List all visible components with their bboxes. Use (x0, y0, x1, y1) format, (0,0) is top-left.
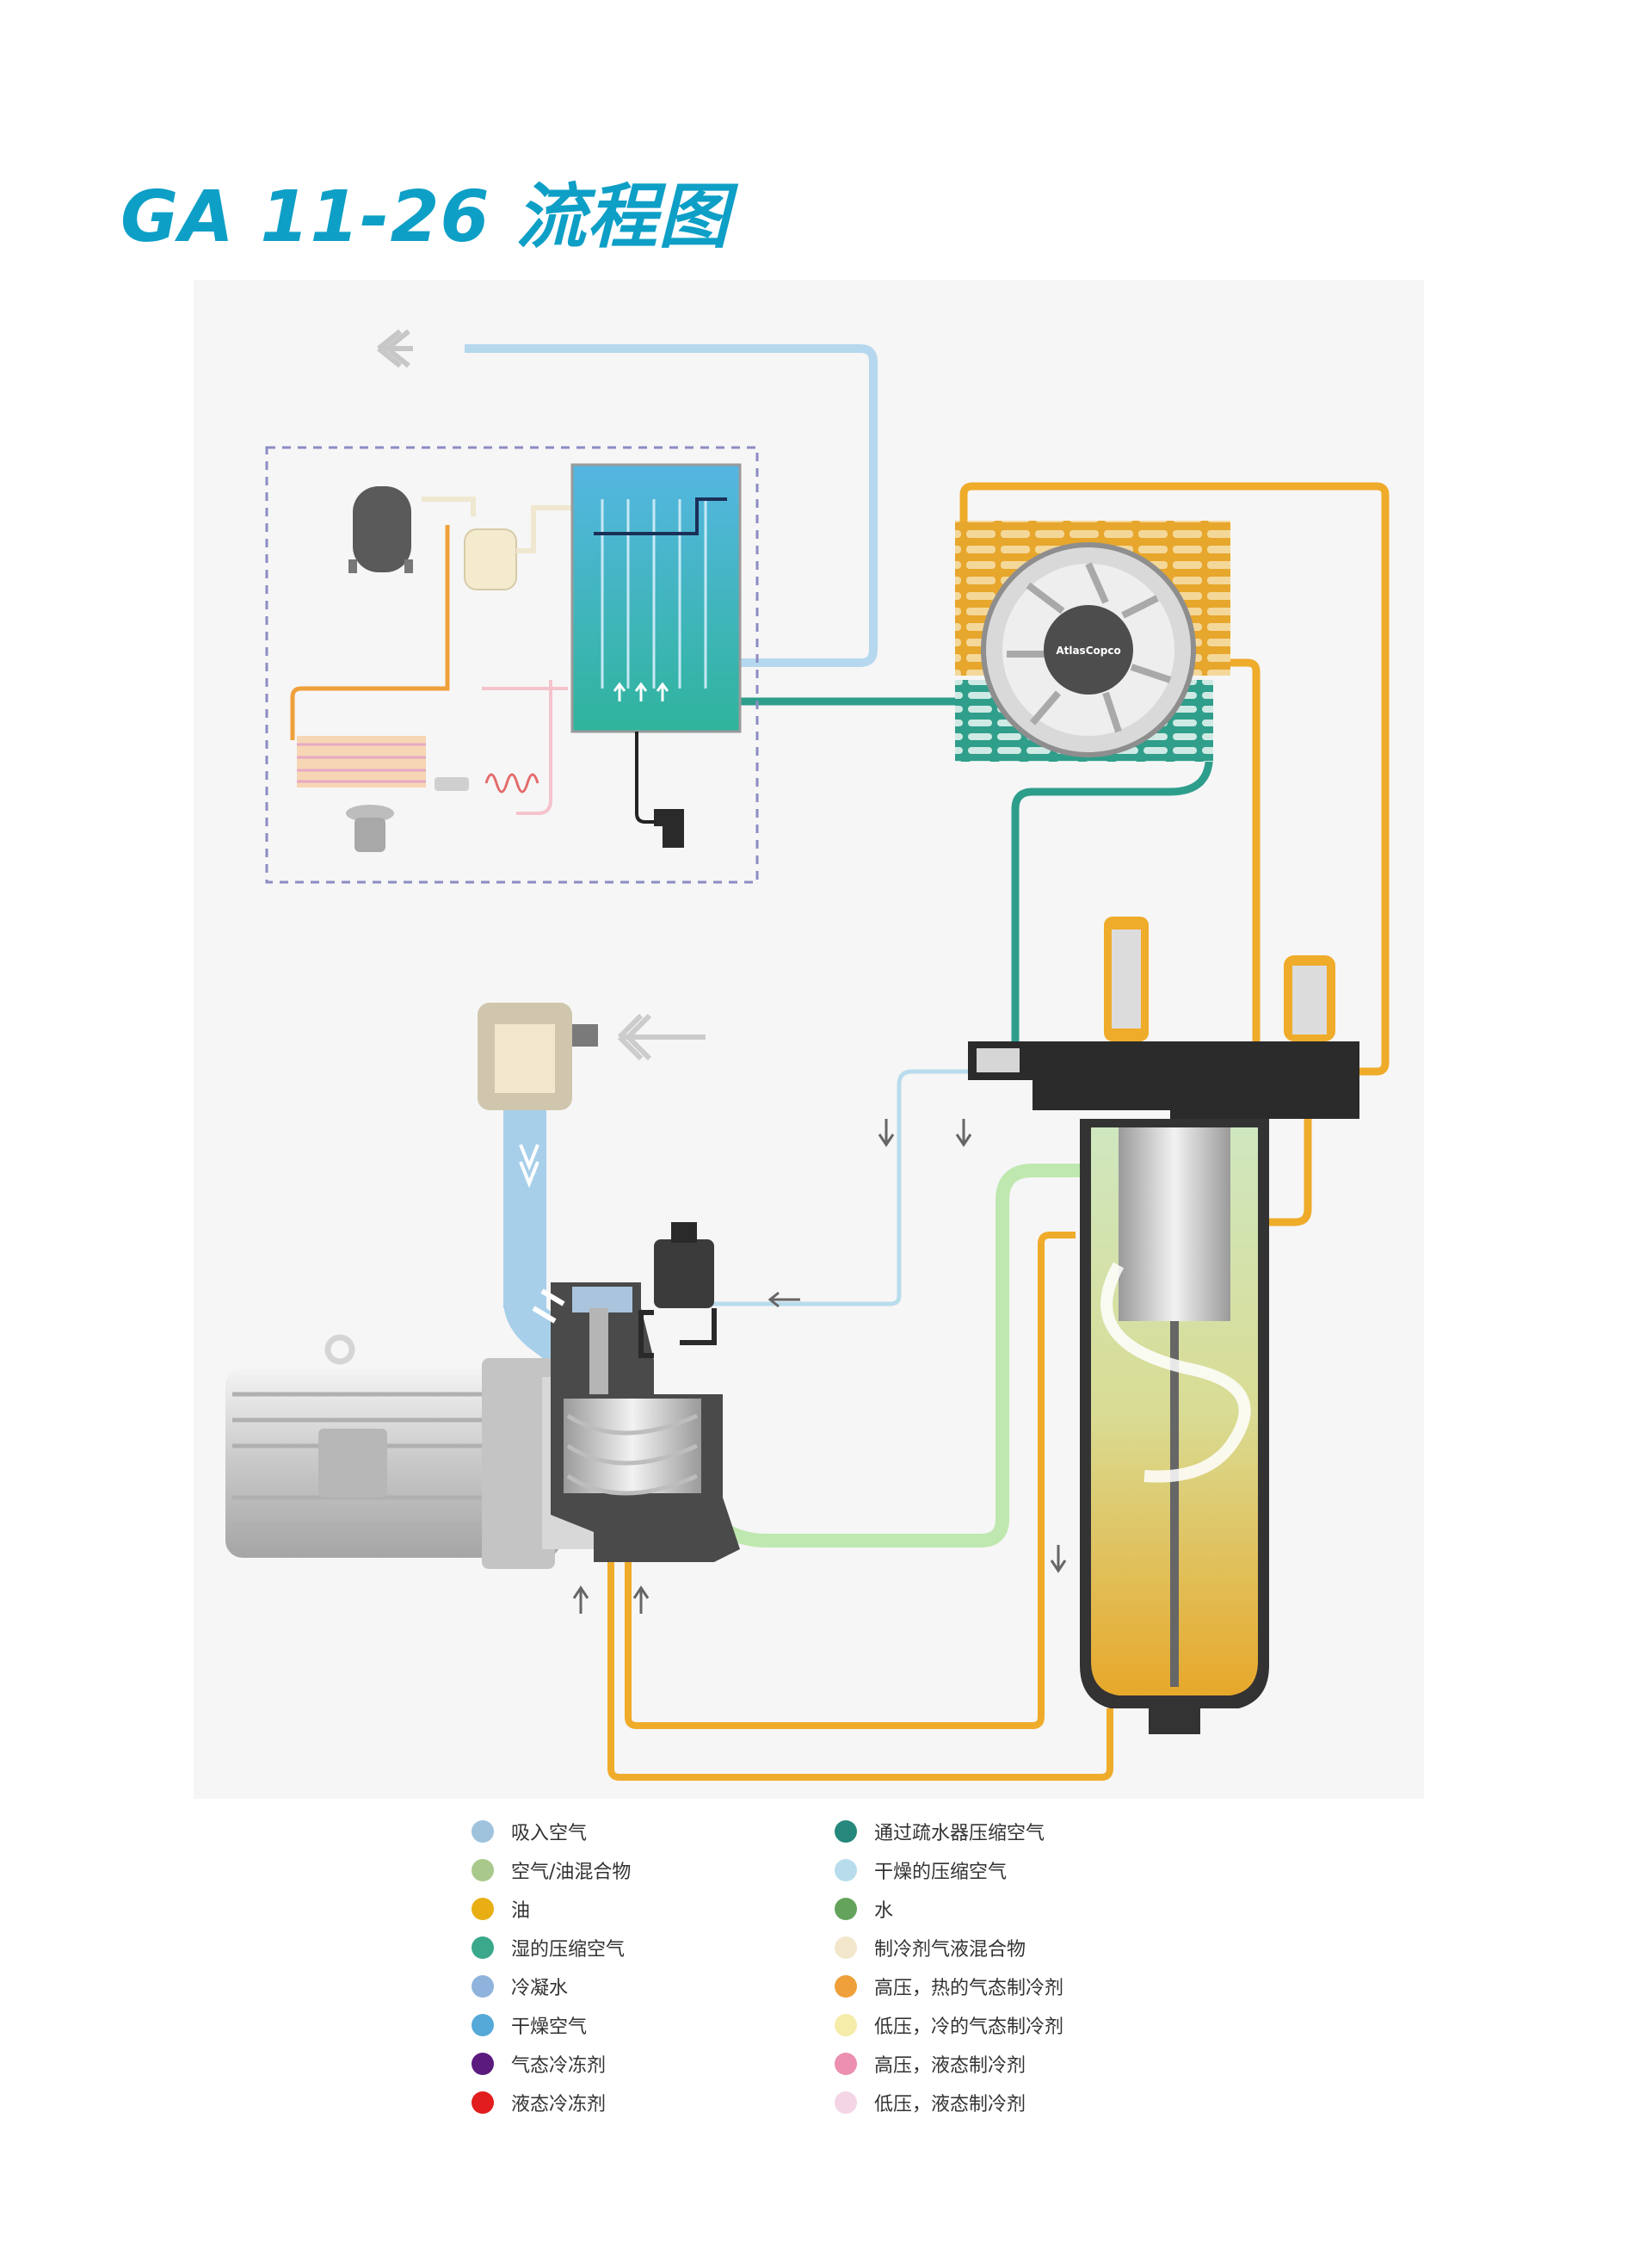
legend-label: 制冷剂气液混合物 (874, 1938, 1026, 1961)
legend-swatch (472, 2091, 494, 2114)
legend-swatch (472, 2052, 494, 2075)
check-valve (977, 1048, 1020, 1072)
legend-label: 空气/油混合物 (511, 1861, 632, 1883)
legend-label: 油 (511, 1899, 531, 1922)
electric-motor (225, 1334, 594, 1569)
legend-label: 吸入空气 (511, 1822, 588, 1844)
legend-swatch (835, 1858, 857, 1881)
legend-label: 高压，热的气态制冷剂 (874, 1977, 1064, 1999)
dryer-enclosure (265, 446, 759, 884)
dryer-heat-exchanger (570, 463, 742, 733)
legend-item: 通过疏水器压缩空气 (835, 1812, 1063, 1850)
screw-rotors (564, 1399, 701, 1493)
legend-item: 制冷剂气液混合物 (835, 1928, 1063, 1967)
legend-item: 液态冷冻剂 (472, 2083, 631, 2122)
legend-label: 低压，冷的气态制冷剂 (874, 2016, 1064, 2038)
refrigerant-liquid-line (482, 680, 568, 815)
oil-bottom-loop (607, 1502, 1113, 1781)
legend-swatch (472, 1897, 494, 1920)
cooling-fan (981, 542, 1196, 757)
legend-label: 湿的压缩空气 (511, 1938, 626, 1961)
solenoid-valve (654, 1239, 714, 1308)
legend-item: 气态冷冻剂 (472, 2044, 631, 2083)
fan-logo: AtlasCopco (1056, 645, 1120, 657)
legend-item: 干燥的压缩空气 (835, 1850, 1063, 1889)
legend-item: 水 (835, 1889, 1063, 1928)
legend-label: 干燥的压缩空气 (874, 1861, 1008, 1883)
separator-element (1119, 1127, 1230, 1321)
refrigerant-separator (464, 528, 517, 590)
legend-swatch (835, 2013, 857, 2036)
legend-swatch (835, 1897, 857, 1920)
legend-right: 通过疏水器压缩空气 干燥的压缩空气 水 制冷剂气液混合物 高压，热的气态制冷剂 … (835, 1812, 1063, 2122)
legend-item: 冷凝水 (472, 1967, 631, 2005)
legend-item: 高压，热的气态制冷剂 (835, 1967, 1063, 2005)
page-title: GA 11-26 流程图 (120, 176, 730, 258)
drain-trap (654, 809, 684, 848)
legend-swatch (472, 1936, 494, 1959)
legend-label: 高压，液态制冷剂 (874, 2054, 1026, 2077)
legend-item: 干燥空气 (472, 2005, 631, 2044)
intake-arrow (617, 1013, 706, 1061)
legend-label: 气态冷冻剂 (511, 2054, 607, 2077)
refrigerant-hot-line (290, 525, 450, 740)
refrigerant-filter (435, 777, 469, 791)
legend-item: 高压，液态制冷剂 (835, 2044, 1063, 2083)
legend-label: 冷凝水 (511, 1977, 569, 1999)
legend-swatch (472, 2013, 494, 2036)
legend-swatch (835, 2052, 857, 2075)
separator-tube (1170, 1321, 1179, 1687)
outlet-arrow (377, 329, 413, 368)
legend-item: 空气/油混合物 (472, 1850, 631, 1889)
legend-swatch (835, 1936, 857, 1959)
oil-return-pipe (1265, 1072, 1312, 1226)
valve-manifold (968, 1041, 1359, 1119)
oil-feed-pipe (625, 1232, 1076, 1729)
legend-label: 低压，液态制冷剂 (874, 2093, 1026, 2115)
legend-label: 通过疏水器压缩空气 (874, 1822, 1045, 1844)
wet-air-pipe (740, 697, 1213, 1050)
legend-left: 吸入空气 空气/油混合物 油 湿的压缩空气 冷凝水 干燥空气 气态冷冻剂 液态冷… (472, 1812, 631, 2122)
legend-item: 低压，液态制冷剂 (835, 2083, 1063, 2122)
legend-swatch (835, 1819, 857, 1843)
legend-swatch (472, 1974, 494, 1998)
oil-pipe-cooler (1222, 658, 1261, 1076)
capillary-tube (484, 773, 539, 794)
legend-item: 吸入空气 (472, 1812, 631, 1850)
legend-item: 油 (472, 1889, 631, 1928)
separator-swirl (1100, 1262, 1251, 1483)
condenser-fan (346, 805, 394, 852)
dry-air-outlet-pipe (465, 344, 878, 667)
legend-swatch (472, 1858, 494, 1881)
flow-arrow (572, 1119, 1067, 1614)
refrigerant-receiver (353, 486, 411, 572)
legend-swatch (835, 2091, 857, 2114)
legend-label: 干燥空气 (511, 2016, 588, 2038)
legend-label: 液态冷冻剂 (511, 2093, 607, 2115)
legend-item: 低压，冷的气态制冷剂 (835, 2005, 1063, 2044)
control-air-pipe (688, 1069, 1050, 1306)
legend-swatch (472, 1819, 494, 1843)
legend-swatch (835, 1974, 857, 1998)
intake-pipe (503, 1110, 546, 1308)
oil-loop-pipe (959, 482, 1390, 1076)
legend-label: 水 (874, 1899, 894, 1922)
legend-item: 湿的压缩空气 (472, 1928, 631, 1967)
drain-line (635, 732, 663, 824)
flow-arrow-control (767, 1291, 800, 1308)
